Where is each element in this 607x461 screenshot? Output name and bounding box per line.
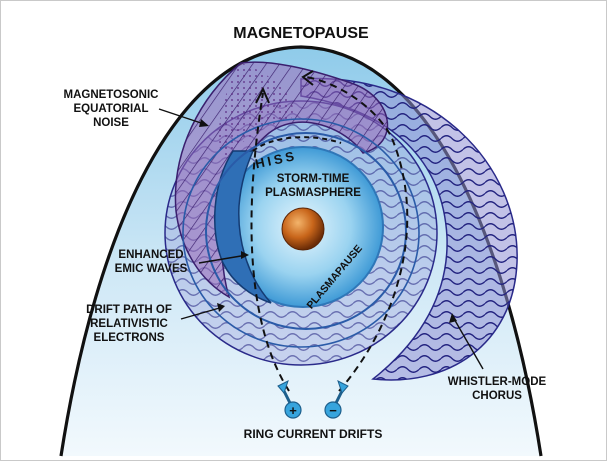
leader-whistler (452, 316, 484, 370)
electron-drift-path (182, 118, 420, 348)
plasmasphere-label: STORM-TIME PLASMASPHERE (265, 173, 361, 199)
leader-emic (198, 254, 248, 264)
plasmapause-boundary (205, 132, 407, 330)
ion-drift-arrow (255, 86, 270, 104)
svg-text:MAGNETOSONIC: MAGNETOSONIC (64, 89, 159, 101)
svg-text:PLASMASPHERE: PLASMASPHERE (265, 187, 361, 199)
ring-current-label: RING CURRENT DRIFTS (244, 427, 383, 441)
svg-text:ELECTRONS: ELECTRONS (94, 332, 165, 344)
ion-sign: + (289, 403, 297, 418)
leader-magnetosonic (158, 108, 208, 126)
ion-drift-path (250, 92, 290, 392)
electron-drift-arrow (301, 70, 314, 86)
svg-text:EMIC WAVES: EMIC WAVES (115, 263, 188, 275)
emic-wave-region (213, 150, 272, 304)
svg-text:NOISE: NOISE (93, 117, 129, 129)
drift-path-label: DRIFT PATH OF RELATIVISTIC ELECTRONS (86, 304, 172, 344)
hiss-path (252, 136, 342, 152)
svg-text:DRIFT PATH OF: DRIFT PATH OF (86, 304, 172, 316)
whistler-label: WHISTLER-MODE CHORUS (448, 376, 547, 402)
svg-text:STORM-TIME: STORM-TIME (277, 173, 350, 185)
electron-sign: − (329, 403, 337, 418)
emic-label: ENHANCED EMIC WAVES (115, 249, 188, 275)
leader-drift (180, 306, 224, 320)
svg-text:EQUATORIAL: EQUATORIAL (74, 103, 149, 115)
electron-drift-path-ring (305, 76, 409, 392)
magnetopause-label: MAGNETOPAUSE (233, 25, 369, 42)
svg-text:WHISTLER-MODE: WHISTLER-MODE (448, 376, 547, 388)
ion-particle-icon (277, 380, 302, 419)
svg-text:ENHANCED: ENHANCED (118, 249, 183, 261)
svg-text:CHORUS: CHORUS (472, 390, 522, 402)
svg-text:RELATIVISTIC: RELATIVISTIC (90, 318, 168, 330)
electron-particle-icon (324, 380, 349, 419)
earth (281, 207, 325, 251)
magnetosonic-label: MAGNETOSONIC EQUATORIAL NOISE (64, 89, 159, 129)
